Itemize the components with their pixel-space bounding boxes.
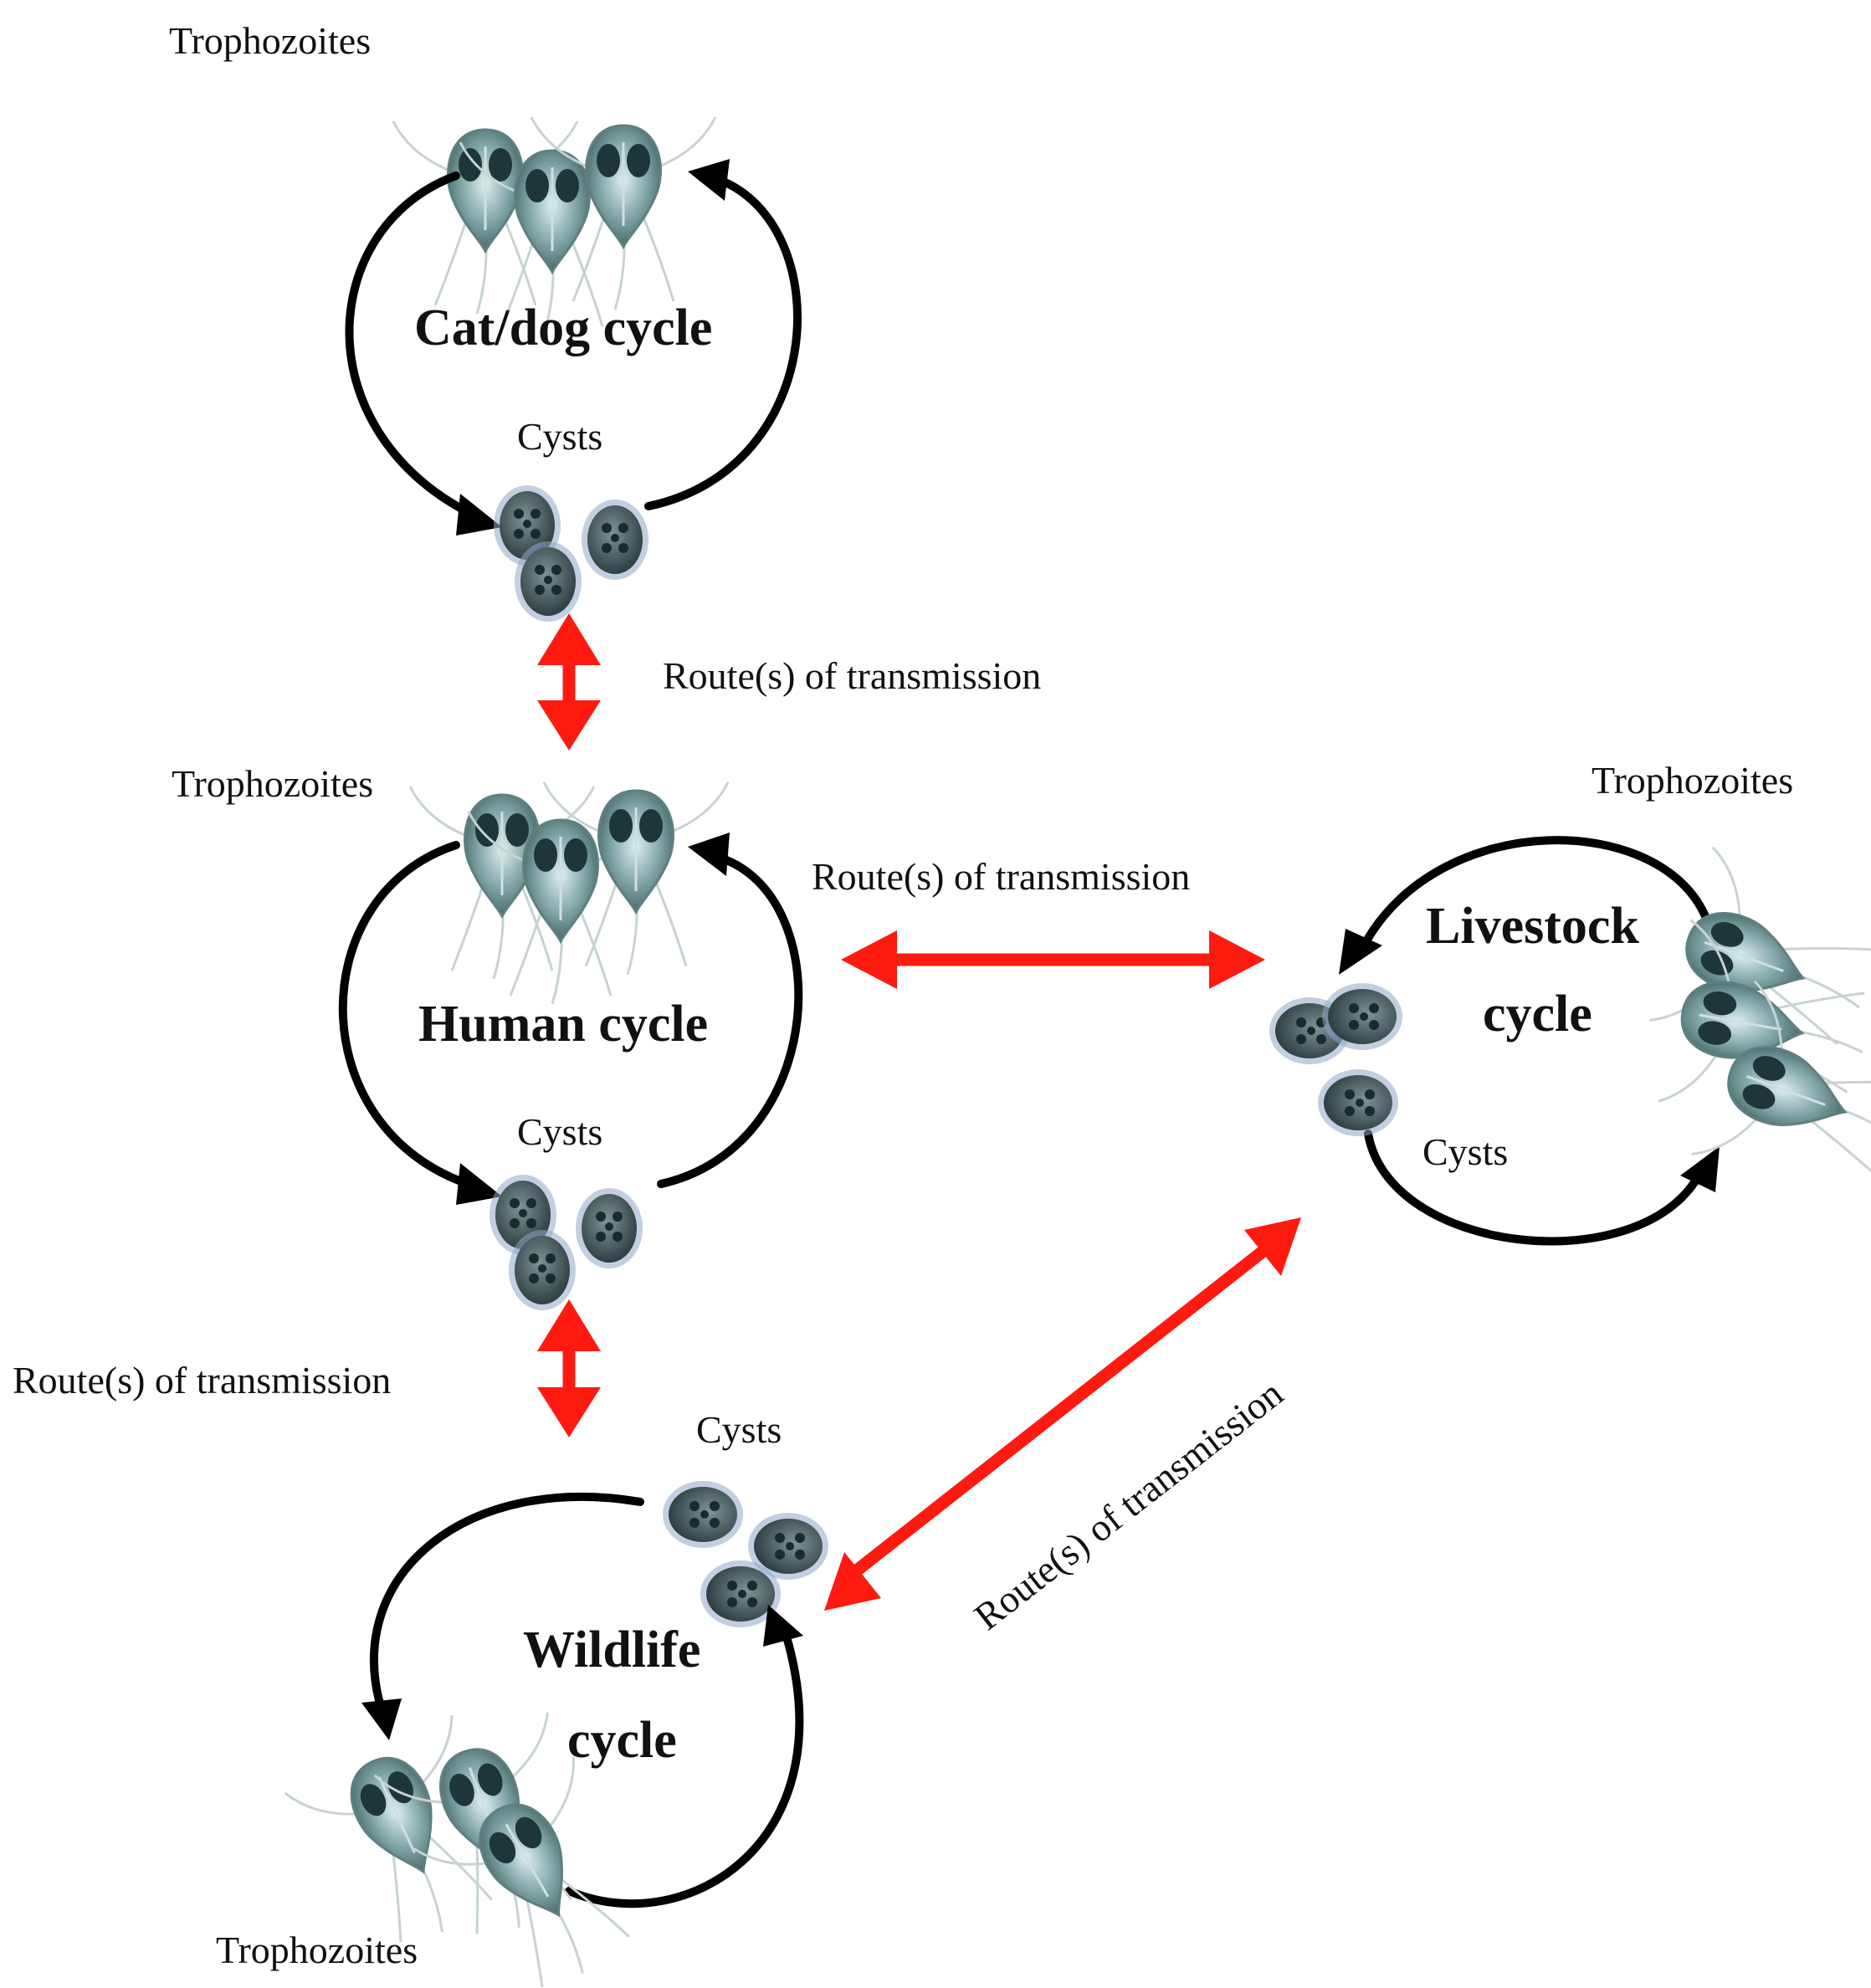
wildlife-cycle-arrowhead-left (361, 1699, 402, 1740)
livestock-cysts-image (1269, 983, 1402, 1136)
catdog-cycle-arrow-right (644, 176, 802, 510)
wildlife-trophozoites-label: Trophozoites (216, 1929, 418, 1971)
catdog-cycle-title: Cat/dog cycle (414, 300, 712, 356)
livestock-cycle: Trophozoites Livestock cycle Cysts (1269, 759, 1871, 1246)
livestock-wildlife-transmission: Route(s) of transmission (824, 1217, 1301, 1638)
catdog-cysts-image (494, 485, 648, 622)
livestock-cycle-arrowhead-top (1339, 929, 1382, 975)
human-livestock-arrowhead-left (841, 930, 897, 989)
human-livestock-transmission: Route(s) of transmission (812, 855, 1265, 989)
human-wildlife-arrowhead-up (537, 1299, 601, 1351)
wildlife-cycle-title-line1: Wildlife (523, 1622, 700, 1678)
catdog-cycle: Trophozoites Cat/dog cycle Cysts (169, 19, 802, 622)
livestock-cycle-title-line2: cycle (1483, 986, 1592, 1043)
wildlife-cycle-title-line2: cycle (567, 1712, 677, 1769)
livestock-cycle-arrow-bottom (1364, 1130, 1703, 1246)
human-cycle-title: Human cycle (418, 996, 708, 1053)
human-trophozoites-label: Trophozoites (172, 762, 373, 805)
livestock-wildlife-arrowhead-lower (824, 1552, 881, 1611)
wildlife-cycle: Cysts Wildlife cycle Trophozoites (216, 1408, 828, 1988)
livestock-wildlife-transmission-label: Route(s) of transmission (966, 1371, 1291, 1638)
catdog-cysts-label: Cysts (517, 415, 602, 458)
livestock-cycle-arrowhead-bottom (1680, 1146, 1720, 1192)
catdog-human-transmission-label: Route(s) of transmission (663, 654, 1041, 697)
human-cysts-label: Cysts (517, 1110, 602, 1153)
livestock-trophozoites-image (1648, 846, 1871, 1222)
human-wildlife-transmission-label: Route(s) of transmission (13, 1359, 391, 1401)
livestock-wildlife-arrowhead-upper (1244, 1217, 1301, 1276)
wildlife-cycle-arrowhead-right (763, 1605, 803, 1647)
human-trophozoites-image (408, 781, 730, 1006)
human-wildlife-arrowhead-down (537, 1387, 601, 1437)
human-cycle: Trophozoites Human cycle Cysts (172, 762, 803, 1310)
human-cycle-arrowhead-left (456, 1163, 502, 1205)
catdog-cycle-arrowhead-right (688, 159, 730, 201)
human-cycle-arrow-left (338, 841, 485, 1192)
catdog-cycle-arrow-left (345, 172, 485, 523)
catdog-trophozoites-label: Trophozoites (169, 19, 371, 62)
livestock-trophozoites-label: Trophozoites (1592, 759, 1793, 802)
human-cysts-image (490, 1175, 643, 1310)
human-cycle-arrowhead-right (688, 833, 730, 876)
wildlife-cysts-label: Cysts (696, 1408, 782, 1451)
human-livestock-transmission-label: Route(s) of transmission (812, 855, 1190, 898)
catdog-human-arrowhead-up (537, 613, 601, 665)
catdog-cycle-arrowhead-left (456, 494, 502, 535)
livestock-cycle-arrow-top (1360, 836, 1711, 950)
human-cycle-arrow-right (657, 853, 803, 1188)
catdog-human-transmission: Route(s) of transmission (537, 613, 1041, 751)
wildlife-cycle-arrow-left (369, 1492, 644, 1711)
human-wildlife-transmission: Route(s) of transmission (13, 1299, 601, 1437)
livestock-wildlife-arrow-shaft (849, 1246, 1268, 1578)
livestock-cysts-label: Cysts (1422, 1130, 1508, 1173)
human-livestock-arrowhead-right (1209, 930, 1265, 989)
wildlife-cysts-image (663, 1481, 828, 1627)
livestock-cycle-title-line1: Livestock (1426, 898, 1639, 955)
wildlife-cycle-arrow-right (565, 1619, 804, 1909)
catdog-human-arrowhead-down (537, 700, 601, 751)
